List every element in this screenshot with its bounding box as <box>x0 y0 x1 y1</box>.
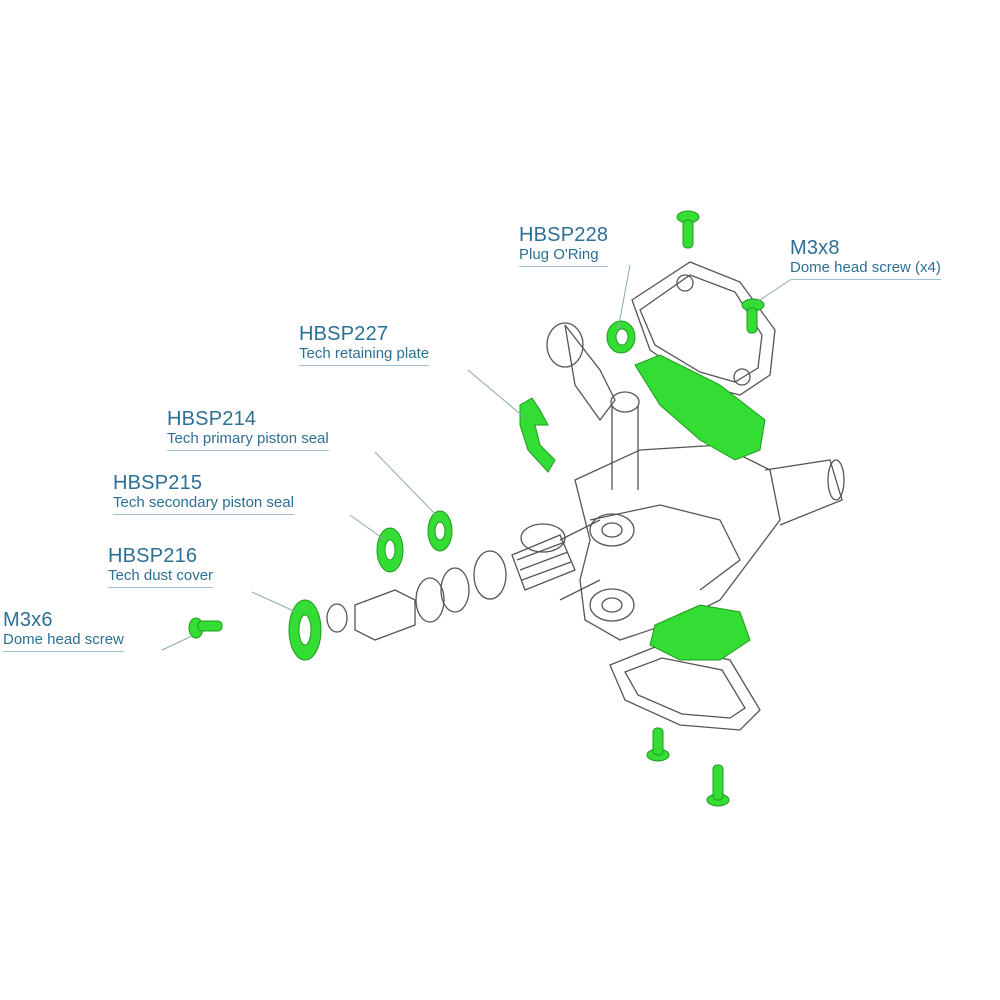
part-description: Tech dust cover <box>108 567 214 588</box>
part-code: HBSP214 <box>167 408 257 430</box>
part-code: HBSP227 <box>299 323 389 345</box>
callout-m3x8: M3x8 Dome head screw (x4) <box>790 237 941 280</box>
callout-hbsp214: HBSP214 Tech primary piston seal <box>167 408 329 451</box>
callout-hbsp227: HBSP227 Tech retaining plate <box>299 323 430 366</box>
retaining-plate <box>519 397 556 473</box>
highlighted-parts <box>188 210 766 807</box>
callout-hbsp215: HBSP215 Tech secondary piston seal <box>113 472 294 515</box>
part-description: Tech primary piston seal <box>167 430 329 451</box>
part-code: HBSP228 <box>519 224 609 246</box>
upper-diaphragm <box>634 354 766 461</box>
lower-diaphragm <box>649 604 751 661</box>
part-code: M3x8 <box>790 237 840 259</box>
part-description: Plug O'Ring <box>519 246 609 267</box>
part-code: HBSP215 <box>113 472 203 494</box>
brake-body-outline <box>326 261 845 731</box>
part-description: Dome head screw (x4) <box>790 259 941 280</box>
part-code: HBSP216 <box>108 545 198 567</box>
part-description: Dome head screw <box>3 631 124 652</box>
leader-lines <box>161 264 791 651</box>
part-description: Tech secondary piston seal <box>113 494 294 515</box>
callout-hbsp216: HBSP216 Tech dust cover <box>108 545 214 588</box>
callout-m3x6: M3x6 Dome head screw <box>3 609 124 652</box>
part-description: Tech retaining plate <box>299 345 430 366</box>
part-code: M3x6 <box>3 609 53 631</box>
callout-hbsp228: HBSP228 Plug O'Ring <box>519 224 609 267</box>
